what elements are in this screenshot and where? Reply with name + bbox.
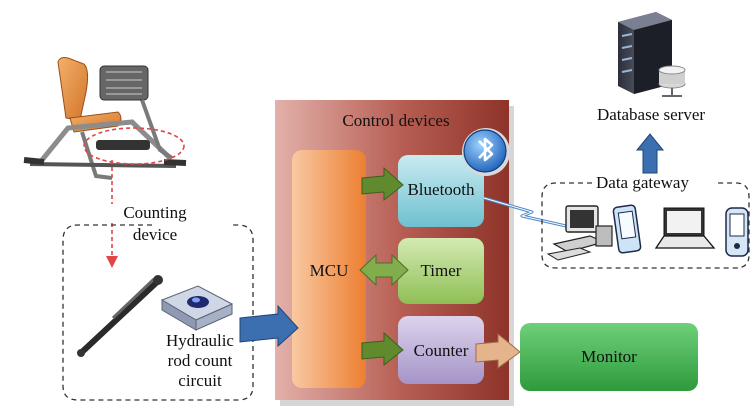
hydraulic-label-line1: Hydraulic: [166, 331, 234, 350]
counting-device-label-line1: Counting: [100, 204, 210, 222]
counting-device-box: [62, 224, 254, 401]
wireless-signal-highlight: [483, 197, 567, 227]
timer-block: [398, 238, 484, 304]
counting-device-highlight: [83, 127, 185, 165]
data-gateway-label: Data gateway: [594, 173, 691, 192]
sensor-chip-icon: [160, 285, 234, 331]
phone-icon: [725, 207, 749, 257]
hydraulic-label-line3: circuit: [178, 371, 222, 390]
control-devices-label: Control devices: [342, 111, 450, 130]
laptop-icon: [654, 207, 716, 249]
bluetooth-block: [398, 155, 484, 227]
timer-label: Timer: [420, 261, 462, 280]
pointer-arrowhead: [106, 256, 118, 268]
counter-label: Counter: [413, 341, 469, 360]
database-server-label: Database server: [596, 105, 706, 124]
desktop-computer-icon: [546, 205, 613, 261]
data-gateway-box: [541, 182, 750, 269]
mcu-label: MCU: [309, 261, 349, 280]
server-icon: [618, 12, 686, 97]
hydraulic-rod-icon: [77, 275, 163, 357]
counting-device-label-line2: device: [132, 225, 178, 244]
hydraulic-label-line2: rod count: [167, 351, 233, 370]
monitor-label: Monitor: [581, 347, 637, 366]
counter-to-monitor-arrow: [475, 332, 521, 369]
monitor-block: [520, 323, 698, 391]
bluetooth-icon: [462, 128, 510, 176]
bluetooth-label: Bluetooth: [407, 180, 475, 199]
mcu-timer-double-arrow: [359, 253, 409, 287]
mcu-block: [292, 150, 366, 388]
mcu-to-bluetooth-arrow: [361, 166, 404, 202]
mcu-to-counter-arrow: [361, 331, 404, 367]
counting-to-control-arrow: [239, 304, 299, 348]
gateway-to-database-arrow: [635, 133, 665, 174]
exercise-machine-icon: [23, 57, 187, 180]
pda-icon: [612, 204, 642, 254]
counter-block: [398, 316, 484, 384]
